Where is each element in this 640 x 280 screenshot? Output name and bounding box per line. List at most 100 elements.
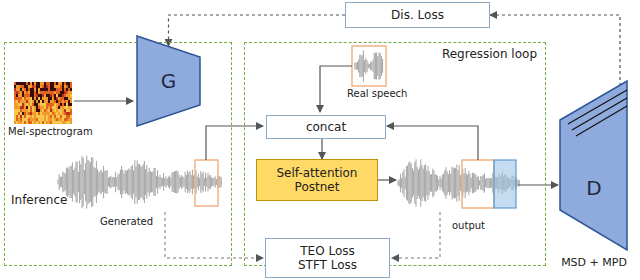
spectrogram-cell (38, 91, 40, 94)
spectrogram-cell (14, 115, 16, 118)
spectrogram-cell (46, 115, 48, 118)
spectrogram-cell (50, 91, 52, 94)
spectrogram-cell (64, 94, 66, 97)
spectrogram-cell (22, 85, 24, 88)
spectrogram-cell (28, 109, 30, 112)
spectrogram-cell (36, 100, 38, 103)
spectrogram-cell (70, 106, 72, 109)
spectrogram-cell (44, 115, 46, 118)
spectrogram-cell (24, 118, 26, 121)
spectrogram-cell (50, 103, 52, 106)
spectrogram-cell (30, 97, 32, 100)
spectrogram-cell (34, 94, 36, 97)
spectrogram-cell (52, 103, 54, 106)
spectrogram-cell (60, 112, 62, 115)
spectrogram-cell (34, 109, 36, 112)
spectrogram-cell (26, 97, 28, 100)
flow-arrow (518, 184, 558, 185)
spectrogram-cell (30, 106, 32, 109)
spectrogram-cell (54, 118, 56, 121)
spectrogram-cell (60, 88, 62, 91)
spectrogram-cell (48, 121, 50, 124)
region-label: Regression loop (442, 47, 537, 61)
spectrogram-cell (50, 100, 52, 103)
spectrogram-cell (22, 103, 24, 106)
spectrogram-cell (30, 115, 32, 118)
segment-box (462, 160, 494, 208)
spectrogram-cell (24, 94, 26, 97)
spectrogram-cell (68, 109, 70, 112)
spectrogram-cell (34, 106, 36, 109)
spectrogram-cell (14, 97, 16, 100)
spectrogram-cell (52, 94, 54, 97)
spectrogram-cell (38, 88, 40, 91)
feed-line (206, 126, 263, 160)
spectrogram-cell (70, 100, 72, 103)
spectrogram-cell (32, 100, 34, 103)
spectrogram-cell (46, 100, 48, 103)
spectrogram-cell (42, 97, 44, 100)
spectrogram-cell (58, 115, 60, 118)
spectrogram-cell (38, 121, 40, 124)
spectrogram-cell (48, 85, 50, 88)
spectrogram-cell (50, 109, 52, 112)
spectrogram-cell (48, 88, 50, 91)
spectrogram-cell (32, 115, 34, 118)
spectrogram-cell (40, 103, 42, 106)
spectrogram-cell (58, 112, 60, 115)
loss-line (392, 212, 440, 258)
spectrogram-cell (44, 121, 46, 124)
region-label: Inference (11, 193, 67, 207)
spectrogram-cell (26, 82, 28, 85)
spectrogram-cell (34, 115, 36, 118)
spectrogram-cell (42, 94, 44, 97)
spectrogram-cell (64, 106, 66, 109)
spectrogram-cell (52, 121, 54, 124)
spectrogram-cell (66, 103, 68, 106)
postnet-box: Self-attention Postnet (256, 159, 378, 201)
spectrogram-cell (28, 112, 30, 115)
spectrogram-cell (64, 82, 66, 85)
spectrogram-cell (70, 91, 72, 94)
spectrogram-cell (26, 100, 28, 103)
spectrogram-cell (48, 118, 50, 121)
spectrogram-cell (28, 103, 30, 106)
spectrogram-cell (38, 106, 40, 109)
spectrogram-cell (30, 103, 32, 106)
spectrogram-cell (34, 121, 36, 124)
spectrogram-cell (38, 103, 40, 106)
spectrogram-cell (66, 109, 68, 112)
spectrogram-cell (64, 109, 66, 112)
spectrogram-cell (18, 109, 20, 112)
spectrogram-cell (44, 103, 46, 106)
spectrogram-cell (40, 85, 42, 88)
spectrogram-cell (48, 112, 50, 115)
spectrogram-cell (62, 100, 64, 103)
spectrogram-cell (32, 112, 34, 115)
spectrogram-cell (16, 91, 18, 94)
spectrogram-cell (44, 94, 46, 97)
process-box: TEO Loss STFT Loss (265, 238, 390, 278)
spectrogram-cell (56, 91, 58, 94)
spectrogram-cell (40, 121, 42, 124)
spectrogram-cell (60, 100, 62, 103)
spectrogram-cell (60, 118, 62, 121)
spectrogram-cell (46, 106, 48, 109)
spectrogram-cell (28, 106, 30, 109)
spectrogram-cell (46, 91, 48, 94)
spectrogram-cell (42, 82, 44, 85)
spectrogram-cell (18, 85, 20, 88)
spectrogram-cell (24, 88, 26, 91)
mel-spectrogram (14, 82, 72, 124)
spectrogram-cell (16, 100, 18, 103)
spectrogram-cell (18, 121, 20, 124)
spectrogram-cell (62, 97, 64, 100)
spectrogram-cell (62, 121, 64, 124)
block-caption: MSD + MPD (556, 256, 632, 269)
spectrogram-cell (40, 91, 42, 94)
generator-block: G (136, 35, 201, 127)
spectrogram-cell (62, 115, 64, 118)
spectrogram-cell (68, 88, 70, 91)
spectrogram-cell (56, 118, 58, 121)
spectrogram-cell (50, 115, 52, 118)
